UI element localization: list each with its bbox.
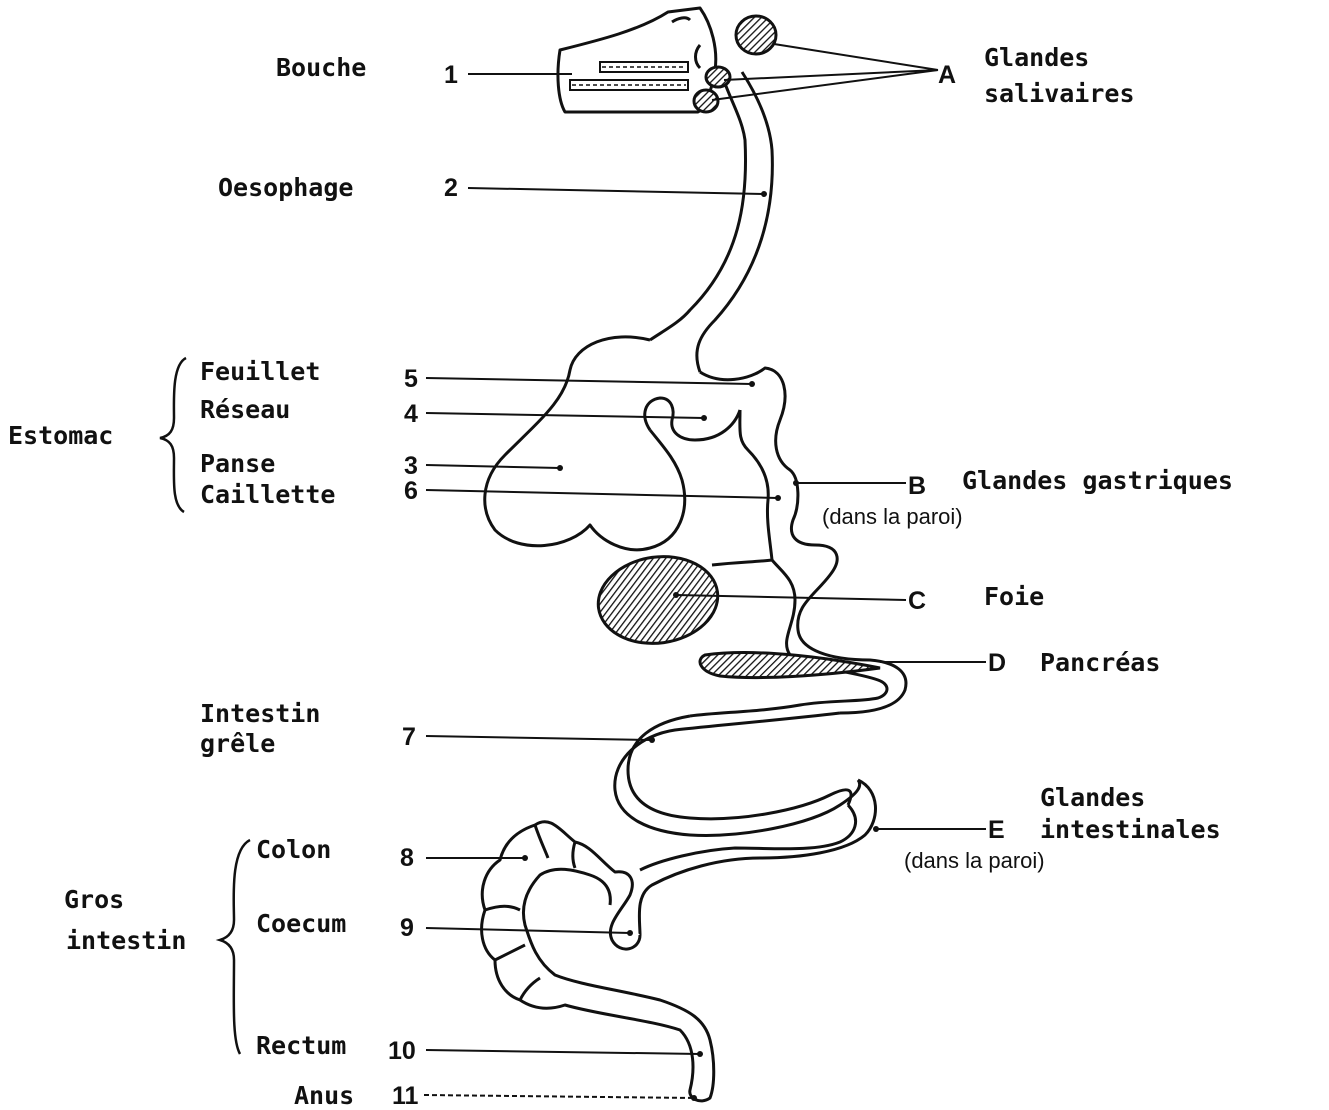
label-caillette: Caillette (200, 480, 335, 509)
number-11: 11 (392, 1082, 419, 1110)
label-glandes-intestinales-1: Glandes (1040, 783, 1145, 812)
label-foie: Foie (984, 582, 1044, 611)
number-5: 5 (404, 365, 418, 393)
oesophagus-tube (650, 70, 772, 372)
label-grele: grêle (200, 729, 275, 758)
label-bouche: Bouche (276, 53, 366, 82)
number-4: 4 (404, 400, 418, 428)
gros-intestin-brace (220, 840, 250, 1054)
label-rectum: Rectum (256, 1031, 346, 1060)
large-intestine (482, 822, 714, 1101)
label-glandes-gastriques: Glandes gastriques (962, 466, 1233, 495)
gland-letter-b: B (908, 472, 926, 500)
label-oesophage: Oesophage (218, 173, 353, 202)
label-pancreas: Pancréas (1040, 648, 1160, 677)
gland-letter-e: E (988, 816, 1005, 844)
number-6: 6 (404, 477, 418, 505)
number-10: 10 (388, 1037, 416, 1065)
gland-letter-c: C (908, 587, 926, 615)
label-reseau: Réseau (200, 395, 290, 424)
label-feuillet: Feuillet (200, 357, 320, 386)
label-coecum: Coecum (256, 909, 346, 938)
label-glandes-salivaires-1: Glandes (984, 43, 1089, 72)
number-7: 7 (402, 723, 416, 751)
label-estomac: Estomac (8, 421, 113, 450)
label-glandes-intestinales-2: intestinales (1040, 815, 1221, 844)
label-glandes-salivaires-2: salivaires (984, 79, 1135, 108)
small-intestine (615, 713, 876, 935)
label-intestin-gros: intestin (66, 926, 186, 955)
number-9: 9 (400, 914, 414, 942)
liver-shape (593, 549, 724, 651)
number-1: 1 (444, 61, 458, 89)
label-panse: Panse (200, 449, 275, 478)
note-dans-la-paroi-e: (dans la paroi) (904, 848, 1045, 873)
label-gros: Gros (64, 885, 124, 914)
gland-letter-d: D (988, 649, 1006, 677)
salivary-gland-top (736, 16, 776, 54)
number-8: 8 (400, 844, 414, 872)
gland-letter-a: A (938, 61, 956, 89)
label-anus: Anus (294, 1081, 354, 1110)
note-dans-la-paroi-b: (dans la paroi) (822, 504, 963, 529)
head-mouth (558, 8, 716, 112)
salivary-gland-bottom (694, 90, 718, 112)
label-intestin: Intestin (200, 699, 320, 728)
number-2: 2 (444, 174, 458, 202)
estomac-brace (160, 358, 186, 512)
number-3: 3 (404, 452, 418, 480)
label-colon: Colon (256, 835, 331, 864)
salivary-gland-middle (706, 67, 730, 87)
